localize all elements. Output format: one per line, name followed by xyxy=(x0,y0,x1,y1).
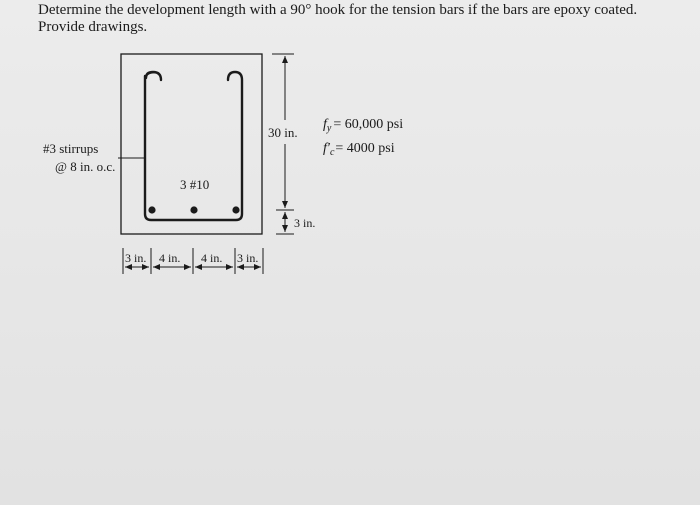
fc-label: f′c= 4000 psi xyxy=(323,141,395,158)
bar-middle xyxy=(190,206,198,214)
question-line-2: Provide drawings. xyxy=(38,19,148,35)
dim-label-1: 3 in. xyxy=(125,251,146,265)
stirrups-label: #3 stirrups xyxy=(43,141,98,156)
spacing-label: @ 8 in. o.c. xyxy=(55,159,115,174)
horizontal-dimensions xyxy=(122,248,264,274)
stirrup xyxy=(143,70,244,222)
bar-left xyxy=(148,206,156,214)
bars-label: 3 #10 xyxy=(180,177,209,192)
bar-right xyxy=(232,206,240,214)
cover-label: 3 in. xyxy=(294,216,315,230)
question-text: Determine the development length with a … xyxy=(38,2,678,36)
height-label: 30 in. xyxy=(268,125,298,140)
dim-label-3: 4 in. xyxy=(201,251,222,265)
fy-label: fy= 60,000 psi xyxy=(323,117,403,134)
beam-outline xyxy=(120,53,263,235)
dim-label-4: 3 in. xyxy=(237,251,258,265)
question-line-1: Determine the development length with a … xyxy=(38,2,638,18)
dim-label-2: 4 in. xyxy=(159,251,180,265)
